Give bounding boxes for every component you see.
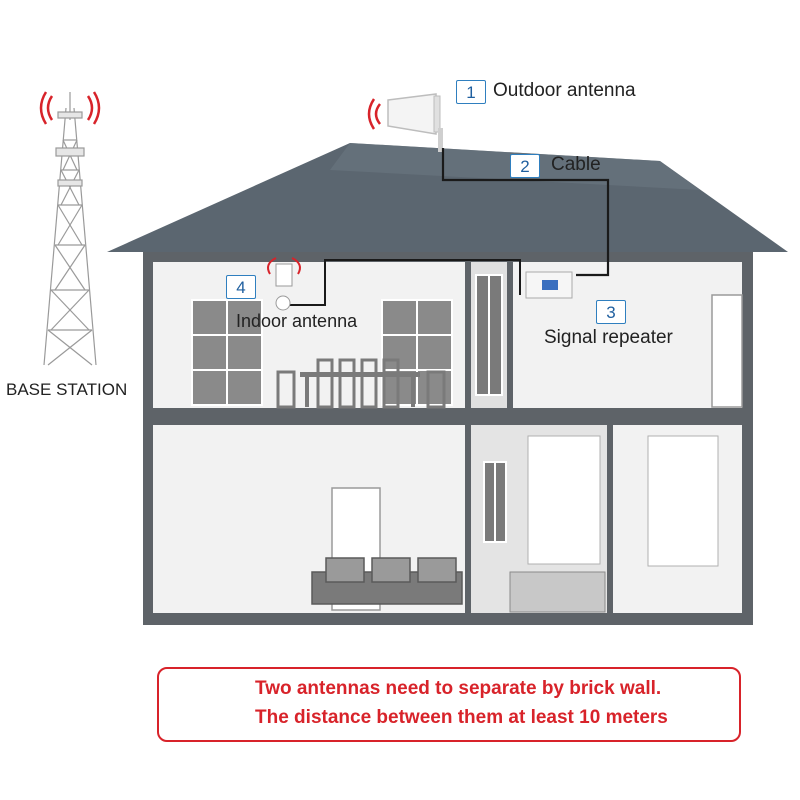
outdoor-antenna-number: 1 xyxy=(456,80,486,104)
signal-repeater-device xyxy=(525,271,573,299)
indoor-antenna-number: 4 xyxy=(226,275,256,299)
signal-repeater-number: 3 xyxy=(596,300,626,324)
outdoor-antenna xyxy=(387,93,443,152)
indoor-cable xyxy=(290,259,521,306)
window-left xyxy=(191,299,263,406)
dining-table xyxy=(276,358,446,409)
lower-right-door-b xyxy=(647,435,719,567)
stair-block xyxy=(509,571,606,613)
stair-window-lower xyxy=(483,461,507,543)
upper-right-door xyxy=(711,294,743,408)
cable-number: 2 xyxy=(510,154,540,178)
indoor-signal-waves-icon xyxy=(267,257,301,275)
cable-label: Cable xyxy=(551,154,601,175)
indoor-antenna xyxy=(275,263,293,311)
sofa xyxy=(311,557,463,605)
outdoor-signal-waves-icon xyxy=(367,98,382,130)
window-middle xyxy=(381,299,453,406)
cable xyxy=(441,148,610,277)
indoor-antenna-label: Indoor antenna xyxy=(236,311,358,331)
outdoor-antenna-label: Outdoor antenna xyxy=(493,80,636,101)
signal-repeater-label: Signal repeater xyxy=(544,327,673,348)
stair-window-upper xyxy=(475,274,503,396)
lower-right-door-a xyxy=(527,435,601,565)
warning-line-1: Two antennas need to separate by brick w… xyxy=(255,678,662,699)
tower-signal-waves-icon xyxy=(39,91,101,125)
base-station-label: BASE STATION xyxy=(6,380,128,399)
warning-box: Two antennas need to separate by brick w… xyxy=(157,667,741,742)
warning-line-2: The distance between them at least 10 me… xyxy=(255,707,668,728)
base-station-tower xyxy=(43,92,97,366)
